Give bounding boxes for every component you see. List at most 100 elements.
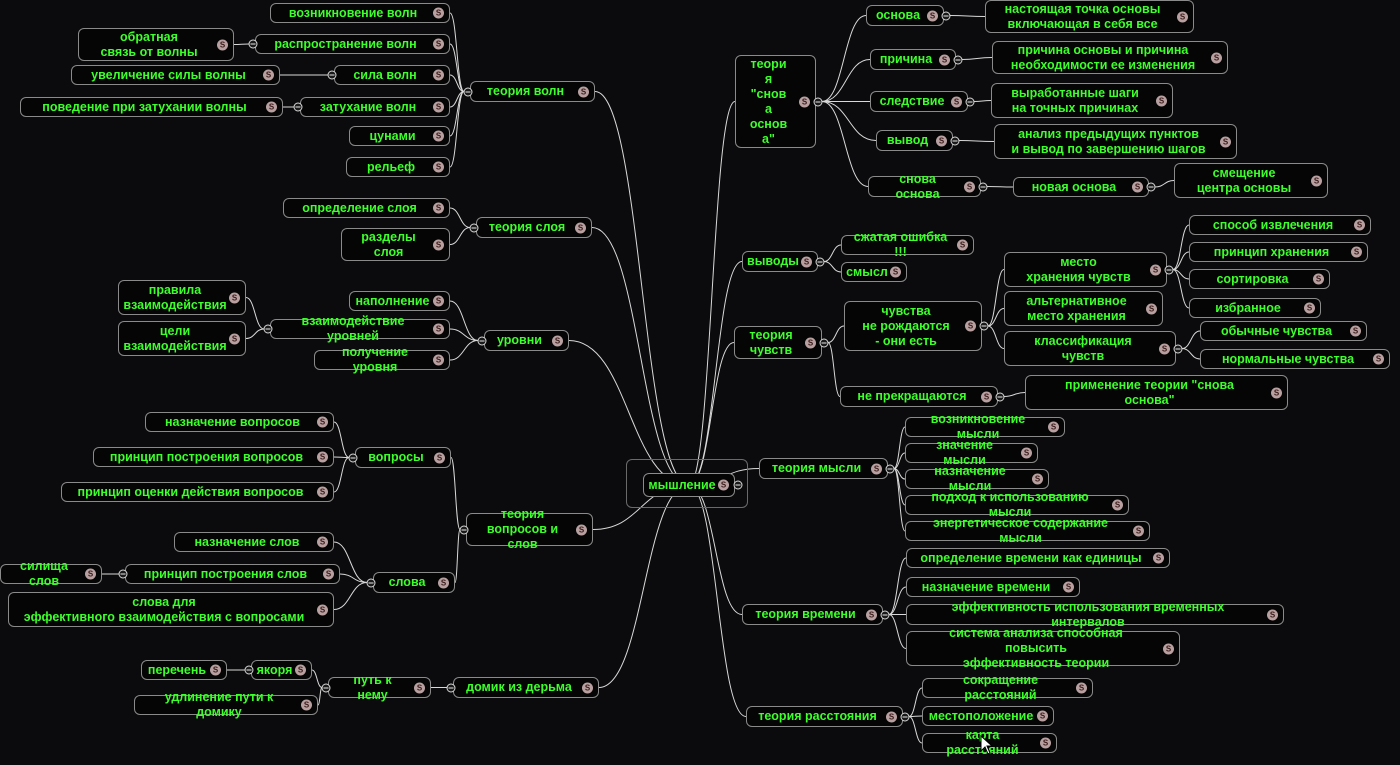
status-badge-icon[interactable]: S	[576, 524, 587, 535]
status-badge-icon[interactable]: S	[1153, 552, 1164, 564]
node-w3[interactable]: слова для эффективного взаимодействия с …	[8, 592, 334, 627]
status-badge-icon[interactable]: S	[301, 699, 312, 711]
collapse-toggle-icon[interactable]	[885, 464, 895, 473]
status-badge-icon[interactable]: S	[801, 256, 812, 267]
node-vy1[interactable]: сжатая ошибка !!!S	[841, 230, 974, 259]
node-sn2a[interactable]: причина основы и причина необходимости е…	[992, 41, 1228, 74]
status-badge-icon[interactable]: S	[433, 161, 444, 173]
status-badge-icon[interactable]: S	[939, 54, 950, 65]
status-badge-icon[interactable]: S	[438, 577, 449, 588]
status-badge-icon[interactable]: S	[433, 354, 444, 366]
status-badge-icon[interactable]: S	[718, 479, 729, 491]
status-badge-icon[interactable]: S	[1354, 219, 1365, 231]
status-badge-icon[interactable]: S	[263, 69, 274, 81]
collapse-toggle-icon[interactable]	[950, 136, 960, 145]
collapse-toggle-icon[interactable]	[244, 665, 254, 675]
status-badge-icon[interactable]: S	[433, 323, 444, 335]
status-badge-icon[interactable]: S	[886, 711, 897, 722]
collapse-toggle-icon[interactable]	[815, 257, 825, 266]
status-badge-icon[interactable]: S	[951, 96, 962, 107]
collapse-toggle-icon[interactable]	[327, 70, 337, 80]
status-badge-icon[interactable]: S	[1351, 246, 1362, 258]
status-badge-icon[interactable]: S	[1146, 303, 1157, 314]
collapse-toggle-icon[interactable]	[463, 87, 473, 96]
status-badge-icon[interactable]: S	[433, 239, 444, 250]
status-badge-icon[interactable]: S	[1373, 353, 1384, 365]
status-badge-icon[interactable]: S	[1350, 325, 1361, 337]
status-badge-icon[interactable]: S	[1211, 52, 1222, 63]
collapse-toggle-icon[interactable]	[263, 324, 273, 334]
status-badge-icon[interactable]: S	[1156, 95, 1167, 106]
collapse-toggle-icon[interactable]	[1164, 265, 1174, 274]
status-badge-icon[interactable]: S	[414, 682, 425, 693]
collapse-toggle-icon[interactable]	[978, 182, 988, 191]
status-badge-icon[interactable]: S	[1177, 11, 1188, 22]
collapse-toggle-icon[interactable]	[321, 683, 331, 692]
collapse-toggle-icon[interactable]	[1146, 182, 1156, 192]
status-badge-icon[interactable]: S	[799, 96, 810, 107]
status-badge-icon[interactable]: S	[1267, 609, 1278, 620]
status-badge-icon[interactable]: S	[890, 266, 901, 278]
collapse-toggle-icon[interactable]	[995, 392, 1005, 401]
status-badge-icon[interactable]: S	[295, 664, 306, 676]
node-sn4a[interactable]: анализ предыдущих пунктов и вывод по зав…	[994, 124, 1237, 159]
status-badge-icon[interactable]: S	[1159, 343, 1170, 354]
status-badge-icon[interactable]: S	[1076, 682, 1087, 694]
status-badge-icon[interactable]: S	[1063, 581, 1074, 593]
status-badge-icon[interactable]: S	[1271, 387, 1282, 398]
status-badge-icon[interactable]: S	[1048, 421, 1059, 433]
status-badge-icon[interactable]: S	[266, 101, 277, 113]
status-badge-icon[interactable]: S	[317, 486, 328, 498]
status-badge-icon[interactable]: S	[210, 664, 221, 676]
status-badge-icon[interactable]: S	[217, 39, 228, 50]
status-badge-icon[interactable]: S	[575, 222, 586, 233]
status-badge-icon[interactable]: S	[1163, 643, 1174, 654]
status-badge-icon[interactable]: S	[1150, 264, 1161, 275]
node-sn[interactable]: теори я "снов а основ а"S	[735, 55, 816, 148]
collapse-toggle-icon[interactable]	[900, 712, 910, 721]
status-badge-icon[interactable]: S	[927, 10, 938, 21]
collapse-toggle-icon[interactable]	[477, 336, 487, 345]
status-badge-icon[interactable]: S	[1311, 175, 1322, 186]
